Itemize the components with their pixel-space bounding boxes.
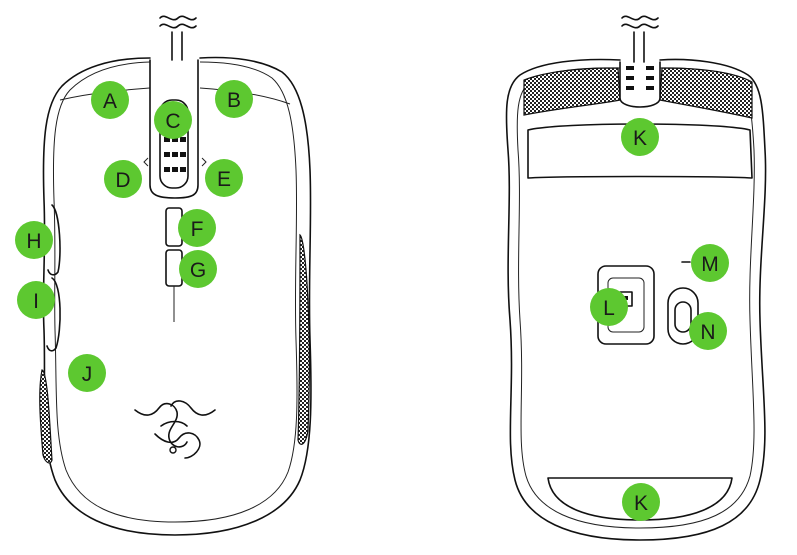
callout-J: J — [68, 354, 106, 392]
callout-I-label: I — [33, 290, 39, 313]
bottom-cable-squiggle-top — [622, 16, 658, 19]
cable-squiggle-top — [160, 16, 196, 19]
callout-E: E — [205, 159, 243, 197]
callout-B: B — [215, 80, 253, 118]
callout-C: C — [154, 101, 192, 139]
callout-J-label: J — [82, 363, 93, 386]
callout-A: A — [91, 81, 129, 119]
callout-I: I — [17, 281, 55, 319]
callout-A-label: A — [103, 90, 117, 113]
callout-H-label: H — [26, 230, 41, 253]
callout-M-label: M — [701, 253, 719, 276]
callout-K-bottom: K — [622, 483, 660, 521]
top-left-grip-mesh — [524, 68, 620, 115]
callout-L-label: L — [603, 297, 615, 320]
callout-M: M — [691, 244, 729, 282]
mouse-top-view — [40, 16, 311, 535]
callout-D: D — [104, 160, 142, 198]
tilt-right-marker — [202, 158, 206, 166]
callout-K-top: K — [621, 118, 659, 156]
left-side-grip — [40, 370, 52, 463]
top-right-grip-mesh — [660, 68, 752, 118]
cable-relief-ridges — [626, 66, 654, 90]
callout-L: L — [590, 288, 628, 326]
callout-N-label: N — [700, 321, 715, 344]
razer-snake-logo-icon — [135, 401, 215, 458]
callout-B-label: B — [227, 89, 241, 112]
callout-G-label: G — [190, 259, 206, 282]
mouse-bottom-view — [506, 16, 765, 540]
callout-H: H — [15, 221, 53, 259]
callout-F: F — [178, 209, 216, 247]
cable-squiggle-bottom — [160, 24, 196, 27]
callout-E-label: E — [217, 168, 231, 191]
callout-K-top-label: K — [633, 127, 647, 150]
callout-K-bottom-label: K — [634, 492, 648, 515]
tilt-left-marker — [144, 158, 148, 166]
profile-button-inner — [675, 302, 691, 332]
callout-G: G — [179, 250, 217, 288]
callout-F-label: F — [191, 218, 204, 241]
callout-C-label: C — [165, 110, 180, 133]
callout-D-label: D — [115, 169, 130, 192]
right-side-grip — [298, 235, 309, 444]
callout-N: N — [689, 312, 727, 350]
bottom-cable-squiggle-bottom — [622, 24, 658, 27]
